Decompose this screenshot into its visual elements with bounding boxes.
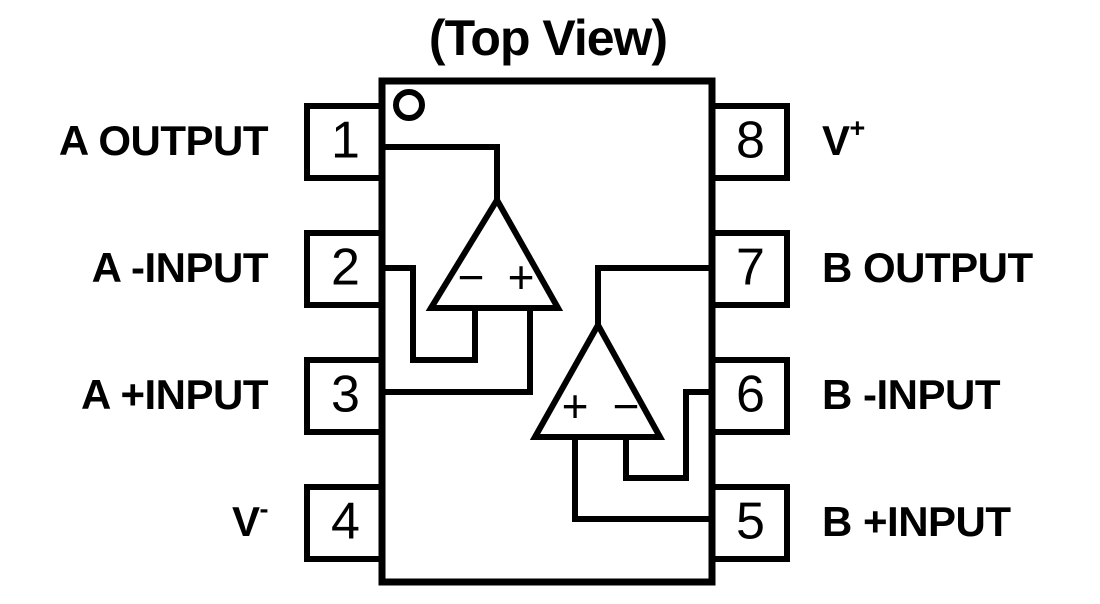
pin-box-8[interactable] [709, 103, 790, 181]
pin-5[interactable]: 5 B +INPUT [709, 484, 1012, 562]
pin-box-3[interactable] [304, 357, 385, 435]
wire-A-output [382, 144, 500, 200]
pin-label-2: A -INPUT [92, 244, 269, 291]
pin-box-4[interactable] [304, 484, 385, 562]
pin-label-7: B OUTPUT [822, 244, 1034, 291]
pin-label-4: V- [232, 494, 268, 545]
pin-2[interactable]: 2 A -INPUT [92, 230, 385, 308]
pin-number-2: 2 [331, 239, 360, 297]
amplifier-B: −+ [529, 265, 712, 522]
pin-number-7: 7 [736, 239, 765, 297]
pin-number-1: 1 [331, 112, 360, 170]
pin-group: 1 A OUTPUT 2 A -INPUT 3 A +INPUT 4 V- 5 B +INPUT 6… [59, 103, 1034, 562]
pin-number-8: 8 [736, 112, 765, 170]
noninverting-input-sign-B: + [562, 380, 589, 432]
rail-superscript: - [260, 494, 269, 524]
pin-7[interactable]: 7 B OUTPUT [709, 230, 1034, 308]
wire-A-noninverting [382, 308, 533, 395]
pin-label-6: B -INPUT [822, 371, 1001, 418]
package-body-outline [378, 77, 716, 586]
pin-1-notch-icon [393, 89, 425, 121]
wire-B-noninverting [572, 437, 712, 522]
pin-8[interactable]: 8 V+ [709, 103, 865, 181]
pin-box-6[interactable] [709, 357, 790, 435]
amplifier-A: −+ [382, 144, 564, 395]
pin-label-5: B +INPUT [822, 498, 1011, 545]
wire-B-inverting [623, 389, 712, 481]
amplifier-triangle-A [425, 194, 564, 311]
pin-label-1: A OUTPUT [59, 117, 269, 164]
pin-number-6: 6 [736, 366, 765, 424]
pin-number-5: 5 [736, 493, 765, 551]
pin-3[interactable]: 3 A +INPUT [81, 357, 385, 435]
pin-label-3: A +INPUT [81, 371, 269, 418]
amplifier-triangle-B [529, 318, 666, 440]
page-title: (Top View) [429, 10, 667, 66]
rail-superscript: + [850, 113, 865, 143]
noninverting-input-sign-A: + [508, 251, 535, 303]
pin-box-1[interactable] [304, 103, 385, 181]
pin-box-5[interactable] [709, 484, 790, 562]
pin-label-8: V+ [822, 113, 865, 164]
pin-number-3: 3 [331, 366, 360, 424]
inverting-input-sign-A: − [458, 251, 485, 303]
inverting-input-sign-B: − [613, 380, 640, 432]
pin-6[interactable]: 6 B -INPUT [709, 357, 1001, 435]
pin-4[interactable]: 4 V- [232, 484, 385, 562]
amplifier-group: −+−+ [382, 144, 712, 522]
wire-B-output [595, 265, 712, 325]
pin-number-4: 4 [331, 493, 360, 551]
wire-A-inverting [382, 265, 478, 363]
pin-1[interactable]: 1 A OUTPUT [59, 103, 385, 181]
